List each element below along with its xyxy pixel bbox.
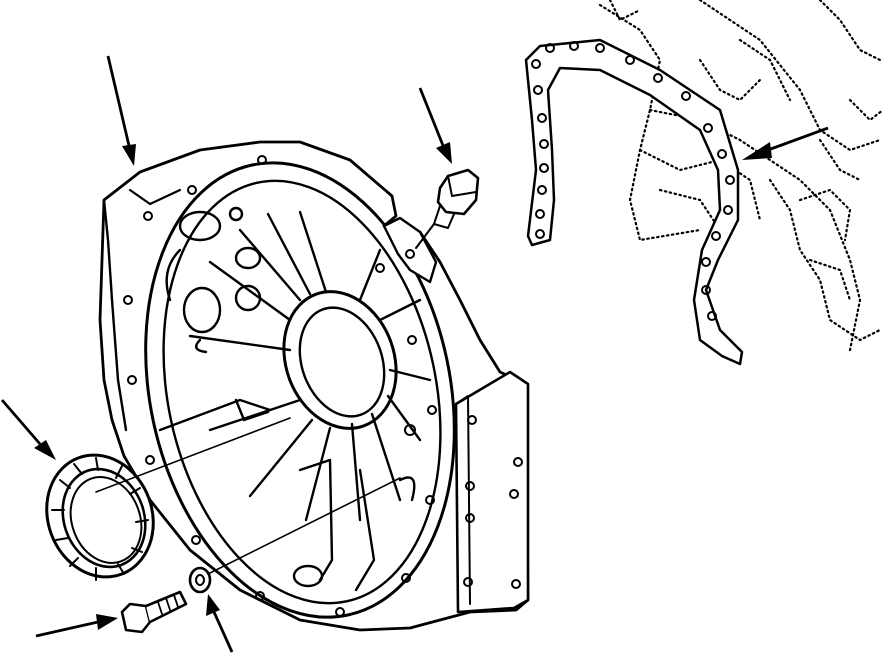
mounting-bolt <box>120 590 188 634</box>
arrow-crankshaft-rear-seal <box>0 399 56 460</box>
arrow-housing-gasket <box>742 126 829 160</box>
crankshaft-rear-seal <box>45 417 291 581</box>
arrow-plug <box>418 87 452 164</box>
arrow-mounting-bolt <box>35 614 118 638</box>
engine-block <box>598 0 883 352</box>
housing-gasket <box>524 38 744 366</box>
lock-washer <box>188 477 401 594</box>
plug <box>415 168 480 249</box>
arrow-flywheel-housing <box>106 55 136 166</box>
callout-arrows <box>0 55 829 653</box>
flywheel-housing <box>98 140 530 632</box>
arrow-lock-washer <box>206 594 234 653</box>
